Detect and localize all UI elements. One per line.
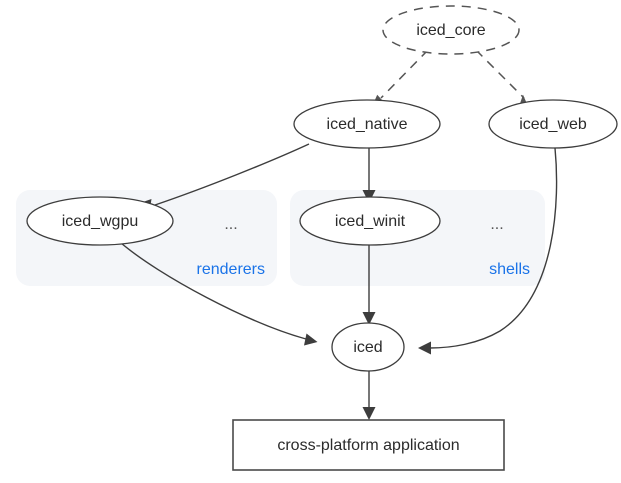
node-iced-wgpu[interactable]: iced_wgpu	[26, 196, 174, 246]
edge-iced-core-to-iced-web	[475, 49, 529, 108]
node-iced-wgpu-label: iced_wgpu	[62, 213, 139, 230]
edge-iced-core-to-iced-native	[371, 49, 429, 108]
renderers-more-ellipsis: ...	[224, 216, 237, 233]
node-iced-native-shape	[293, 99, 441, 149]
node-iced-winit-shape	[299, 196, 441, 246]
node-iced-winit[interactable]: iced_winit	[299, 196, 441, 246]
node-iced-wgpu-shape	[26, 196, 174, 246]
node-application-shape	[232, 419, 505, 471]
cluster-shells-label: shells	[489, 261, 530, 278]
node-iced-web[interactable]: iced_web	[488, 99, 618, 149]
node-iced-label: iced	[353, 339, 382, 356]
node-application-label: cross-platform application	[277, 437, 459, 454]
node-iced-shape	[331, 322, 405, 372]
node-iced-winit-label: iced_winit	[335, 213, 406, 230]
node-iced-core[interactable]: iced_core	[382, 5, 520, 55]
node-iced-native-label: iced_native	[327, 116, 408, 133]
node-iced-core-shape	[382, 5, 520, 55]
node-iced-core-label: iced_core	[416, 22, 485, 39]
node-iced-native[interactable]: iced_native	[293, 99, 441, 149]
cluster-renderers-label: renderers	[197, 261, 265, 278]
node-cross-platform-application[interactable]: cross-platform application	[232, 419, 505, 471]
node-iced-web-label: iced_web	[519, 116, 587, 133]
shells-more-ellipsis: ...	[490, 216, 503, 233]
node-iced[interactable]: iced	[331, 322, 405, 372]
edge-iced-wgpu-to-iced	[120, 242, 318, 346]
edge-iced-winit-to-iced	[362, 243, 376, 325]
edge-iced-to-application	[362, 371, 376, 420]
edge-iced-web-to-iced	[418, 147, 558, 355]
node-iced-web-shape	[488, 99, 618, 149]
